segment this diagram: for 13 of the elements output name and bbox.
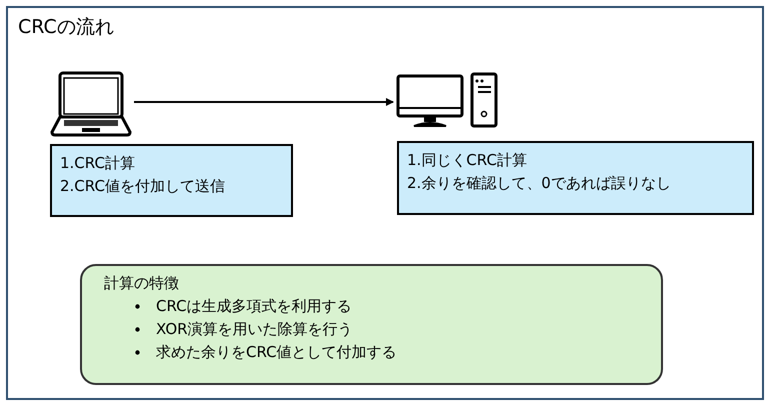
step-text: 2.CRC値を付加して送信 bbox=[60, 176, 226, 197]
step-text: 1.CRC計算 bbox=[60, 153, 136, 174]
bullet-text: 求めた余りをCRC値として付加する bbox=[156, 343, 397, 361]
bullet-text: CRCは生成多項式を利用する bbox=[156, 297, 352, 315]
bullet-text: XOR演算を用いた除算を行う bbox=[156, 320, 353, 338]
note-box bbox=[80, 264, 663, 385]
step-text: 1.同じくCRC計算 bbox=[407, 150, 528, 171]
note-heading: 計算の特徴 bbox=[104, 273, 180, 294]
diagram-title: CRCの流れ bbox=[18, 15, 114, 40]
step-text: 2.余りを確認して、0であれば誤りなし bbox=[407, 173, 672, 194]
arrow bbox=[134, 98, 394, 106]
process-box bbox=[50, 144, 293, 217]
process-box bbox=[397, 141, 754, 215]
